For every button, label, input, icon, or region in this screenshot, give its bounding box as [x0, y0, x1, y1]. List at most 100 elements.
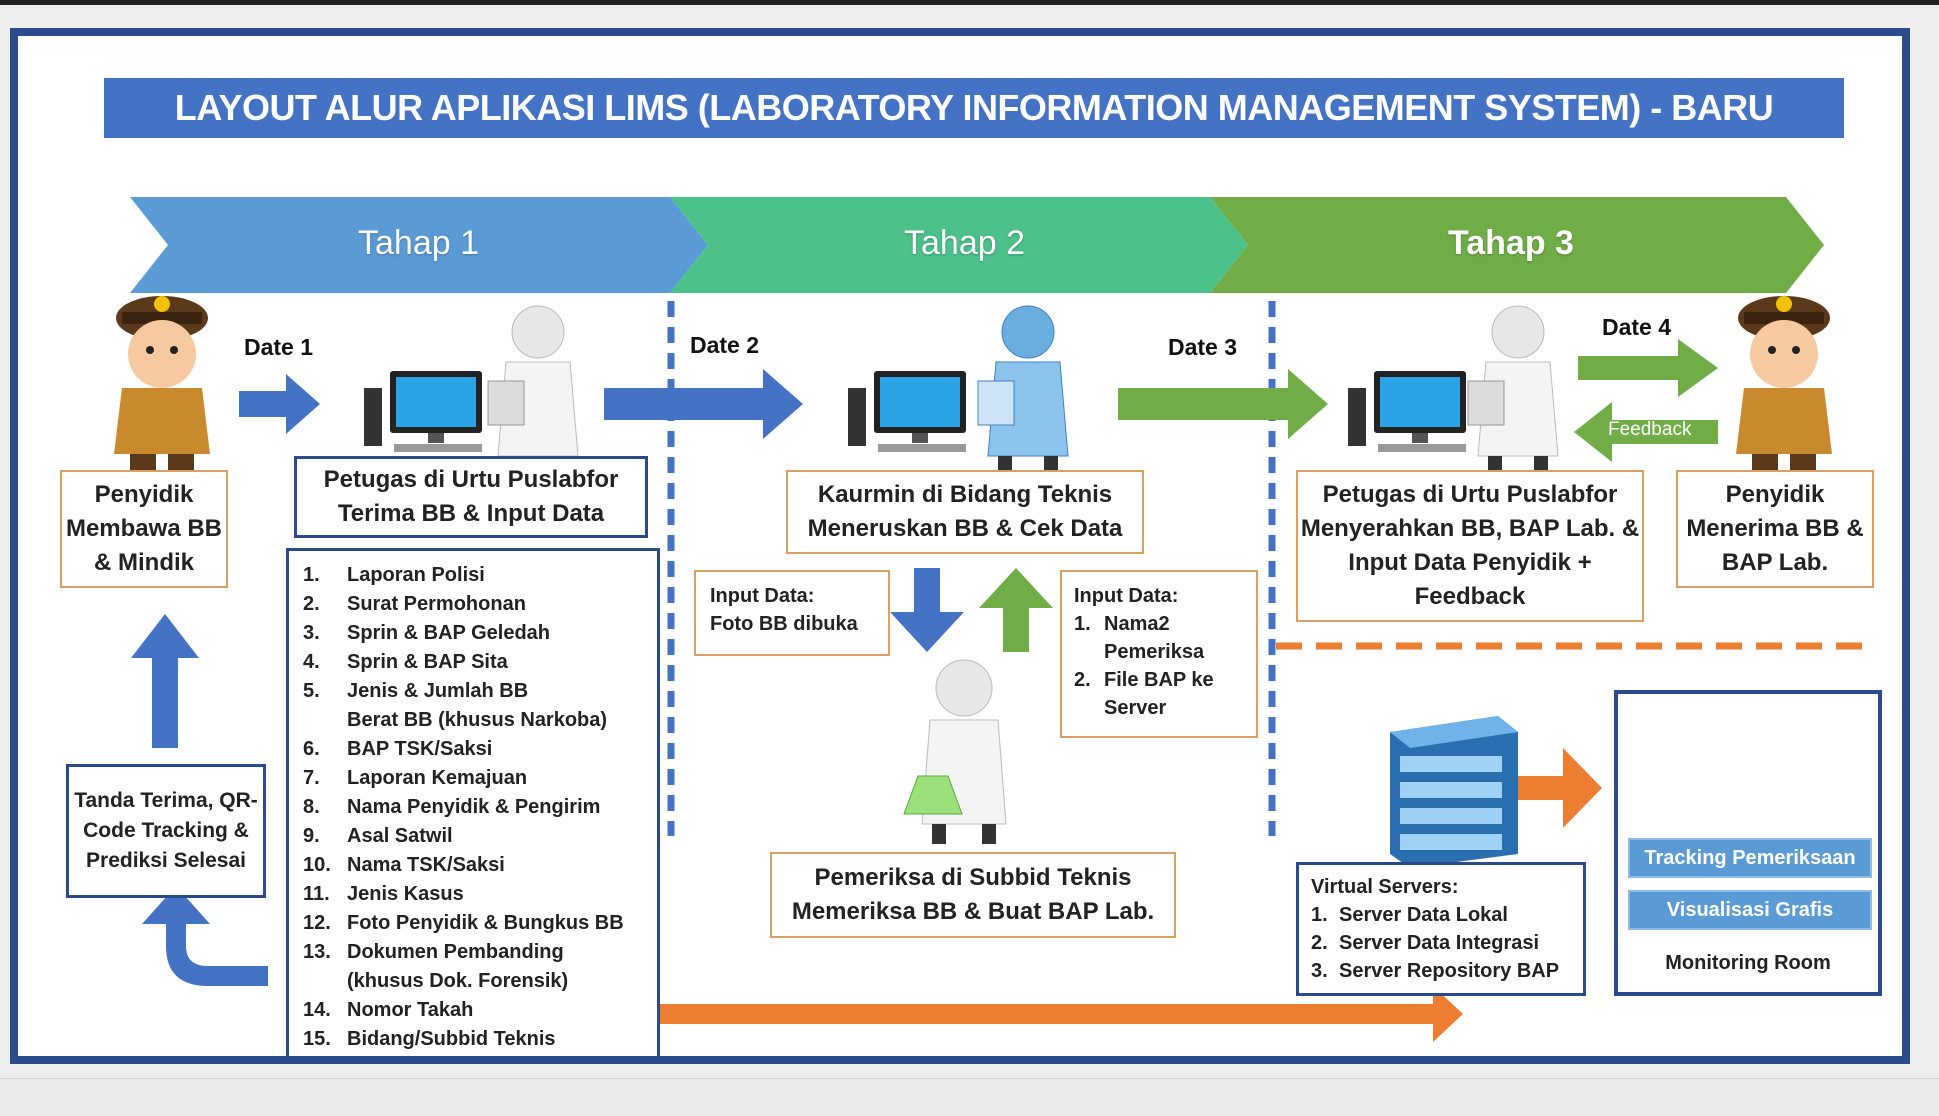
- data-list-item: Berat BB (khusus Narkoba): [303, 706, 657, 735]
- box-kaurmin-text: Kaurmin di Bidang Teknis Meneruskan BB &…: [807, 481, 1123, 542]
- phase-2-chevron: [670, 197, 1248, 293]
- computer-icon-1: [364, 371, 482, 452]
- virtual-servers-box: Virtual Servers: 1. Server Data Lokal 2. S…: [1296, 862, 1586, 996]
- data-list-item-text: Jenis & Jumlah BB: [347, 680, 529, 702]
- data-list-item-text: (khusus Dok. Forensik): [347, 970, 569, 992]
- data-list-item-text: Sprin & BAP Geledah: [347, 622, 551, 644]
- arrow-return-curve: [142, 886, 268, 986]
- arrow-up-from-pemeriksa: [979, 568, 1053, 652]
- data-list-item-text: Dokumen Pembanding: [347, 941, 564, 963]
- data-list-item-text: Nama Penyidik & Pengirim: [347, 796, 601, 818]
- lab-worker-icon-1: [487, 305, 579, 476]
- lab-worker-icon-2: [977, 305, 1069, 476]
- box-petugas-terima-text: Petugas di Urtu Puslabfor Terima BB & In…: [323, 466, 619, 527]
- phase-3-label: Tahap 3: [1448, 224, 1574, 262]
- visualisasi-grafis-button[interactable]: Visualisasi Grafis: [1628, 890, 1872, 930]
- arrow-up-to-penyidik: [131, 614, 199, 748]
- scientist-flask-icon: [903, 659, 1007, 844]
- data-list-item-text: Surat Permohonan: [347, 593, 526, 615]
- data-list-box: 1. Laporan Polisi 2. Surat Permohonan 3. Spri…: [286, 548, 660, 1056]
- box-kaurmin: Kaurmin di Bidang Teknis Meneruskan BB &…: [786, 470, 1144, 554]
- data-list-item-number: 6.: [303, 738, 320, 760]
- phase-1-chevron: [130, 197, 708, 293]
- server-item-2: 2. Server Data Integrasi: [1311, 929, 1571, 957]
- box-pemeriksa-text: Pemeriksa di Subbid Teknis Memeriksa BB …: [791, 864, 1155, 925]
- data-list-item-number: 15.: [303, 1028, 331, 1050]
- box-pemeriksa: Pemeriksa di Subbid Teknis Memeriksa BB …: [770, 852, 1176, 938]
- data-list-item: 1. Laporan Polisi: [303, 561, 657, 590]
- box-penyidik-membawa-text: Penyidik Membawa BB & Mindik: [65, 481, 223, 576]
- input-data-right-item-2: 2.File BAP ke Server: [1074, 666, 1244, 722]
- box-penyidik-menerima-text: Penyidik Menerima BB & BAP Lab.: [1686, 481, 1864, 576]
- box-tanda-terima: Tanda Terima, QR-Code Tracking & Prediks…: [66, 764, 266, 898]
- feedback-label: Feedback: [1608, 419, 1692, 440]
- data-list-item: 11. Jenis Kasus: [303, 880, 657, 909]
- data-list-item-text: Laporan Polisi: [347, 564, 485, 586]
- box-petugas-terima: Petugas di Urtu Puslabfor Terima BB & In…: [294, 456, 648, 538]
- data-list-item: 8. Nama Penyidik & Pengirim: [303, 793, 657, 822]
- item-text: Server Repository BAP: [1339, 960, 1560, 982]
- item-number: 2.: [1074, 669, 1091, 691]
- data-list-item-number: 11.: [303, 883, 330, 905]
- data-list-item: 13. Dokumen Pembanding: [303, 938, 657, 967]
- data-list-item: 5.Jenis & Jumlah BB: [303, 677, 657, 706]
- item-text: Server Data Lokal: [1339, 904, 1508, 926]
- server-item-1: 1. Server Data Lokal: [1311, 901, 1571, 929]
- input-data-right-box: Input Data: 1. Nama2 Pemeriksa 2.File BAP…: [1060, 570, 1258, 738]
- virtual-servers-title: Virtual Servers:: [1311, 876, 1459, 898]
- data-list-item-number: 4.: [303, 651, 320, 673]
- police-officer-icon-left: [114, 296, 210, 472]
- server-item-3: 3. Server Repository BAP: [1311, 957, 1571, 985]
- data-list-item-number: 12.: [303, 912, 331, 934]
- data-list-item-text: Nomor Takah: [347, 999, 474, 1021]
- computer-icon-2: [848, 371, 966, 452]
- item-number: 1.: [1074, 613, 1091, 635]
- arrow-date-2: [604, 369, 803, 439]
- data-list-item-text: Sprin & BAP Sita: [347, 651, 508, 673]
- date-4-label: Date 4: [1602, 314, 1672, 340]
- server-rack-icon: [1390, 716, 1518, 868]
- computer-icon-3: [1348, 371, 1466, 452]
- item-text: Nama2 Pemeriksa: [1104, 613, 1205, 663]
- data-list-item-number: 3.: [303, 622, 320, 644]
- item-text: Server Data Integrasi: [1339, 932, 1540, 954]
- phase-1-label: Tahap 1: [358, 224, 479, 262]
- monitoring-room-label: Monitoring Room: [1665, 951, 1831, 974]
- date-3-label: Date 3: [1168, 334, 1238, 360]
- arrow-orange-to-monitoring: [1518, 748, 1602, 828]
- date-2-label: Date 2: [690, 332, 760, 358]
- arrow-feedback: [1574, 402, 1718, 462]
- data-list-item: 12.Foto Penyidik & Bungkus BB: [303, 909, 657, 938]
- data-list-item-number: 2.: [303, 593, 320, 615]
- data-list-item-text: Jenis Kasus: [347, 883, 464, 905]
- date-1-label: Date 1: [244, 334, 314, 360]
- data-list-item-number: 8.: [303, 796, 320, 818]
- data-list-item-number: [303, 967, 347, 996]
- input-data-left-title: Input Data:: [710, 585, 815, 607]
- item-number: 1.: [1311, 904, 1328, 926]
- box-petugas-menyerahkan: Petugas di Urtu Puslabfor Menyerahkan BB…: [1296, 470, 1644, 622]
- item-number: 3.: [1311, 960, 1328, 982]
- data-list-item: 10.Nama TSK/Saksi: [303, 851, 657, 880]
- input-data-right-item-1: 1. Nama2 Pemeriksa: [1074, 610, 1244, 666]
- data-list-item: (khusus Dok. Forensik): [303, 967, 657, 996]
- monitoring-room-box: Tracking Pemeriksaan Visualisasi Grafis …: [1614, 690, 1882, 996]
- item-number: 2.: [1311, 932, 1328, 954]
- phase-3-chevron: [1210, 197, 1824, 293]
- data-list-item-number: 1.: [303, 564, 320, 586]
- data-list-item: 2. Surat Permohonan: [303, 590, 657, 619]
- data-list-item: 6. BAP TSK/Saksi: [303, 735, 657, 764]
- phase-2-label: Tahap 2: [904, 224, 1025, 262]
- box-tanda-terima-text: Tanda Terima, QR-Code Tracking & Prediks…: [74, 789, 258, 872]
- tracking-pemeriksaan-button[interactable]: Tracking Pemeriksaan: [1628, 838, 1872, 878]
- data-list-item-text: BAP TSK/Saksi: [347, 738, 493, 760]
- data-list-item: 3. Sprin & BAP Geledah: [303, 619, 657, 648]
- data-list-item-number: 9.: [303, 825, 320, 847]
- input-data-right-title: Input Data:: [1074, 585, 1179, 607]
- top-edge-bar: [0, 0, 1939, 5]
- data-list: 1. Laporan Polisi 2. Surat Permohonan 3. Spri…: [303, 561, 657, 1054]
- data-list-item-number: 13.: [303, 941, 331, 963]
- data-list-item-text: Asal Satwil: [347, 825, 453, 847]
- data-list-item: 15.Bidang/Subbid Teknis: [303, 1025, 657, 1054]
- data-list-item-text: Laporan Kemajuan: [347, 767, 528, 789]
